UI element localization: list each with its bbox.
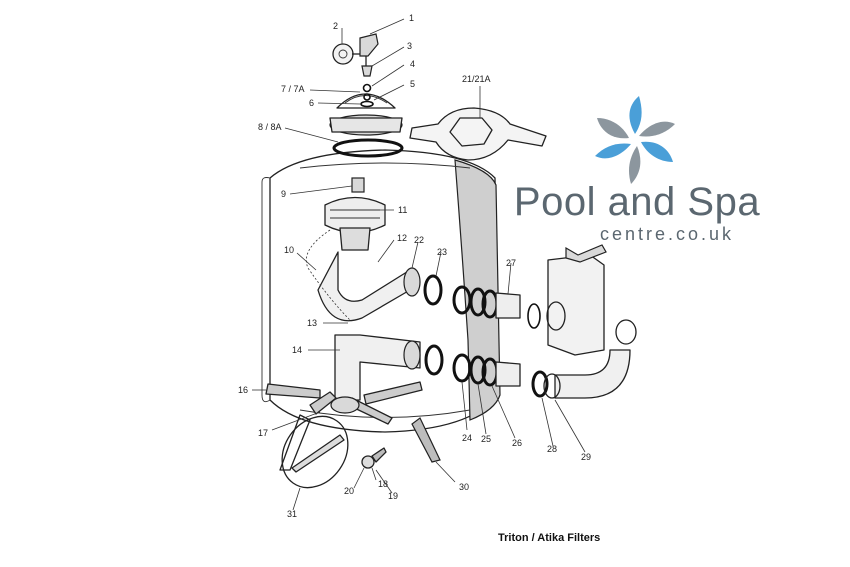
- filter-lid: [329, 93, 404, 158]
- callout-30: 30: [459, 482, 469, 492]
- lower-union: [452, 353, 521, 387]
- callout-25: 25: [481, 434, 491, 444]
- callout-21: 21/21A: [462, 74, 491, 84]
- callout-14: 14: [292, 345, 302, 355]
- leader-lines: [252, 18, 586, 511]
- lid-spanner: [409, 107, 547, 161]
- callout-2: 2: [333, 21, 338, 31]
- callout-31: 31: [287, 509, 297, 519]
- callout-24: 24: [462, 433, 472, 443]
- upper-union: [452, 285, 521, 319]
- water-drop-swirl-logo: [595, 96, 675, 184]
- lower-manifold: [265, 334, 444, 425]
- callout-28: 28: [547, 444, 557, 454]
- callout-18: 18: [378, 479, 388, 489]
- brand-name: Pool and Spa: [513, 180, 761, 224]
- callout-1: 1: [409, 13, 414, 23]
- callout-27: 27: [506, 258, 516, 268]
- callout-20: 20: [344, 486, 354, 496]
- callout-4: 4: [410, 59, 415, 69]
- callout-3: 3: [407, 41, 412, 51]
- brand-wordmark: Pool and Spa centre.co.uk: [497, 180, 777, 244]
- callout-9: 9: [281, 189, 286, 199]
- brand-subtitle: centre.co.uk: [599, 224, 735, 244]
- pressure-gauge: [332, 43, 362, 65]
- callout-17: 17: [258, 428, 268, 438]
- callout-labels: 1 2 3 4 7 / 7A 5 6 21/21A 8 / 8A 9 11 12…: [238, 13, 591, 519]
- callout-8: 8 / 8A: [258, 122, 282, 132]
- callout-23: 23: [437, 247, 447, 257]
- tank-legs: [279, 414, 441, 471]
- callout-5: 5: [410, 79, 415, 89]
- callout-26: 26: [512, 438, 522, 448]
- callout-19: 19: [388, 491, 398, 501]
- callout-7: 7 / 7A: [281, 84, 305, 94]
- callout-12: 12: [397, 233, 407, 243]
- callout-29: 29: [581, 452, 591, 462]
- callout-13: 13: [307, 318, 317, 328]
- diagram-caption: Triton / Atika Filters: [498, 532, 601, 544]
- multiport-valve: [527, 244, 637, 399]
- air-release-valve: [359, 33, 379, 108]
- callout-16: 16: [238, 385, 248, 395]
- callout-10: 10: [284, 245, 294, 255]
- callout-11: 11: [398, 205, 407, 215]
- callout-22: 22: [414, 235, 424, 245]
- upper-distributor: [317, 177, 443, 322]
- drain-kit: [281, 415, 387, 489]
- callout-6: 6: [309, 98, 314, 108]
